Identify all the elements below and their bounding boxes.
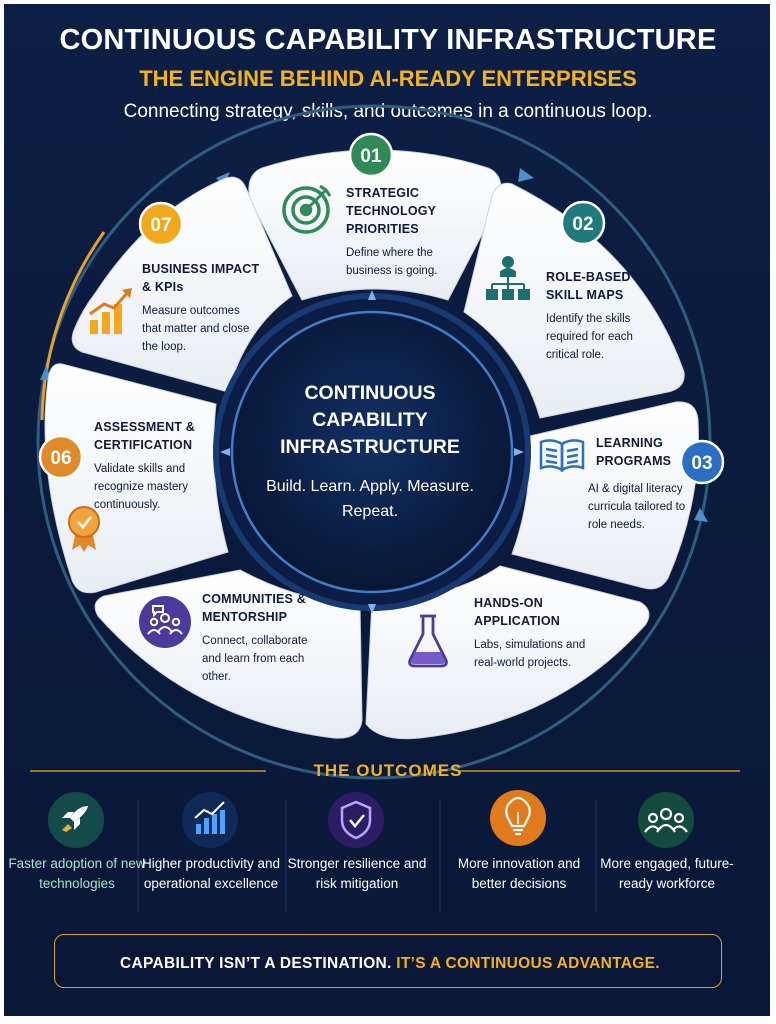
org-chart-icon [486, 256, 530, 300]
outcome-label-engaged-workforce: More engaged, future-ready workforce [600, 856, 734, 891]
outcomes-heading: THE OUTCOMES [313, 761, 463, 780]
segment-02-card [463, 182, 685, 419]
stage-03-description: AI & digital literacy curricula tailored… [588, 483, 686, 531]
flask-icon [408, 614, 448, 668]
outcome-label-innovation: More innovation and better decisions [457, 856, 581, 891]
badge-07-number: 07 [150, 215, 171, 236]
banner-message: CAPABILITY ISN’T A DESTINATION. IT’S A C… [120, 955, 660, 973]
people-icon [139, 596, 191, 648]
badge-02-number: 02 [572, 214, 593, 235]
hub-arrow-icon [368, 290, 376, 300]
banner-part-2: IT’S A CONTINUOUS ADVANTAGE. [396, 955, 660, 972]
stage-06-title: ASSESSMENT & CERTIFICATION [94, 420, 196, 452]
segment-03-card [511, 401, 699, 590]
badge-01-number: 01 [360, 146, 382, 167]
stage-05: COMMUNITIES & MENTORSHIP Connect, collab… [202, 590, 326, 686]
badge-02: 02 [560, 200, 606, 246]
target-icon [282, 184, 332, 234]
tagline: Connecting strategy, skills, and outcome… [123, 101, 653, 122]
stage-04-description: Labs, simulations and real-world project… [474, 639, 586, 669]
team-icon [638, 792, 694, 848]
stage-02-description: Identify the skills required for each cr… [546, 313, 633, 361]
hub-arrow-icon [514, 448, 524, 456]
closing-banner [54, 934, 722, 988]
stage-02: ROLE-BASED SKILL MAPS Identify the skill… [546, 268, 664, 364]
hub-disc [230, 310, 514, 594]
badge-06-number: 06 [50, 448, 71, 469]
page-subtitle: THE ENGINE BEHIND AI-READY ENTERPRISES [139, 66, 637, 91]
outcome-label-resilience: Stronger resilience and risk mitigation [287, 856, 427, 891]
stage-04-title: HANDS-ON APPLICATION [474, 596, 560, 628]
badge-07: 07 [138, 201, 184, 247]
stage-04: HANDS-ON APPLICATION Labs, simulations a… [474, 594, 592, 672]
outcome-label-faster-adoption: Faster adoption of new technologies [8, 856, 146, 891]
stage-01-description: Define where the business is going. [346, 247, 438, 277]
hub-title: CONTINUOUS CAPABILITY INFRASTRUCTURE [280, 382, 460, 458]
bar-chart-icon [182, 792, 238, 848]
stage-03-title: LEARNING PROGRAMS [596, 436, 672, 468]
stage-07-description: Measure outcomes that matter and close t… [142, 305, 250, 353]
growth-chart-icon [89, 288, 132, 334]
stage-01-title: STRATEGIC TECHNOLOGY PRIORITIES [346, 186, 436, 236]
hub-arrow-icon [368, 604, 376, 614]
stage-05-description: Connect, collaborate and learn from each… [202, 635, 308, 683]
loop-arrow-icon [518, 168, 534, 182]
shield-icon [328, 792, 384, 848]
stage-07-desc-box: Measure outcomes that matter and close t… [142, 302, 250, 356]
segment-07-card [71, 176, 293, 393]
stage-02-title: ROLE-BASED SKILL MAPS [546, 270, 631, 302]
loop-arrow-icon [694, 508, 708, 522]
banner-part-1: CAPABILITY ISN’T A DESTINATION. [120, 955, 392, 972]
stage-03-title-box: LEARNING PROGRAMS [596, 434, 682, 470]
stage-05-title: COMMUNITIES & MENTORSHIP [202, 592, 306, 624]
stage-07-title: BUSINESS IMPACT & KPIs [142, 262, 260, 294]
stage-07-title-box: BUSINESS IMPACT & KPIs [142, 260, 270, 296]
stage-06: ASSESSMENT & CERTIFICATION Validate skil… [94, 418, 212, 514]
outer-loop-ring-accent [40, 231, 106, 421]
hub-arrow-icon [220, 448, 230, 456]
page-title: CONTINUOUS CAPABILITY INFRASTRUCTURE [59, 24, 717, 56]
badge-01: 01 [348, 132, 394, 178]
book-icon [539, 439, 585, 473]
badge-06: 06 [38, 434, 84, 480]
badge-03-number: 03 [691, 453, 712, 474]
stage-06-description: Validate skills and recognize mastery co… [94, 463, 188, 511]
badge-icon [68, 506, 100, 552]
stage-03-desc-box: AI & digital literacy curricula tailored… [588, 480, 696, 534]
badge-03: 03 [679, 439, 725, 485]
hub-motto: Build. Learn. Apply. Measure. Repeat. [266, 478, 474, 520]
lightbulb-icon [490, 790, 546, 846]
rocket-icon [48, 792, 104, 848]
stage-01: STRATEGIC TECHNOLOGY PRIORITIES Define w… [346, 184, 476, 280]
outcome-label-productivity: Higher productivity and operational exce… [141, 856, 281, 891]
